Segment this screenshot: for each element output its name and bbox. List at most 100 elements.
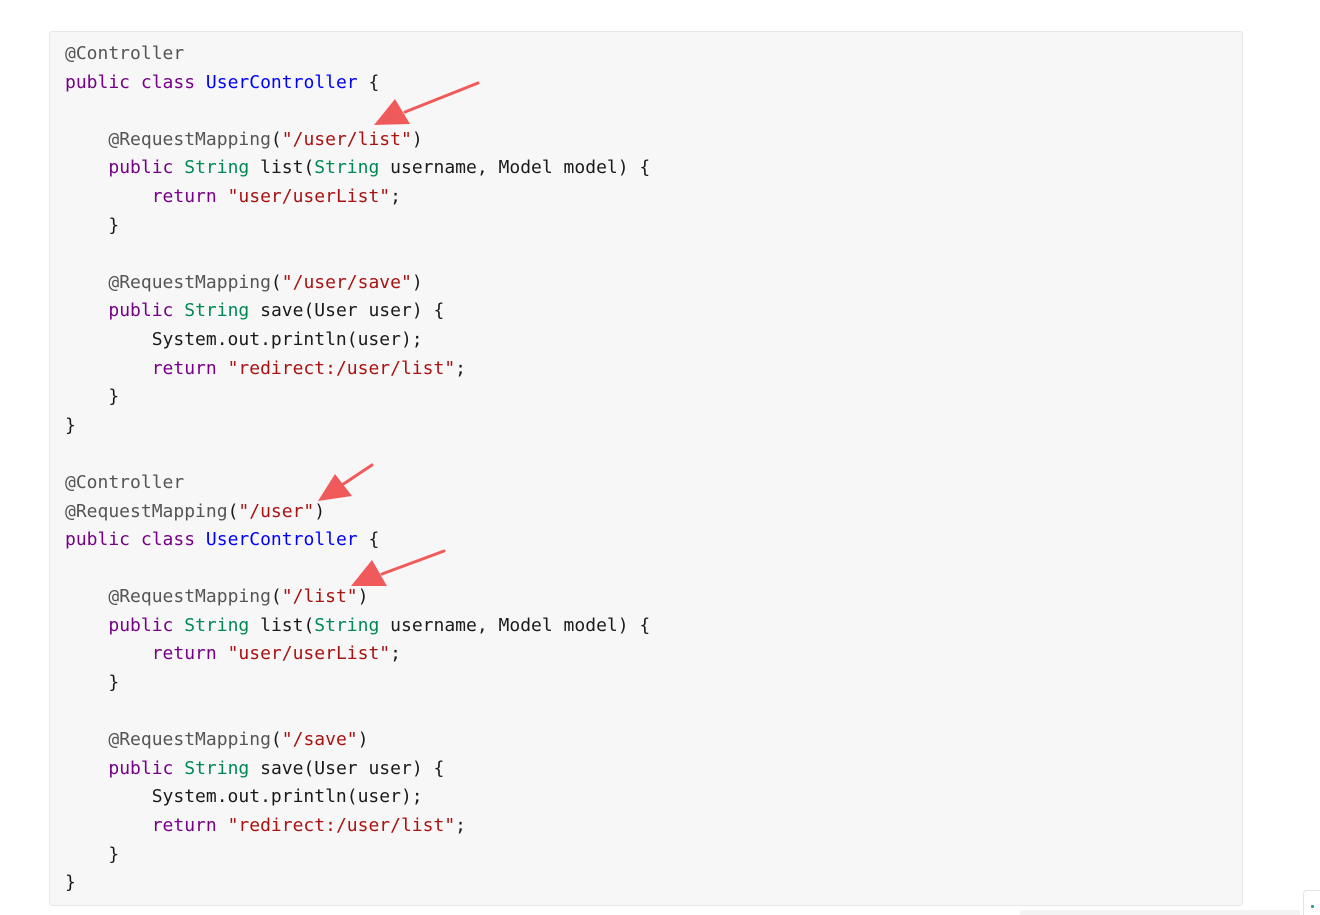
code-token: return: [151, 185, 217, 207]
code-line: public String save(User user) {: [65, 297, 650, 326]
code-token: ): [357, 586, 369, 608]
code-line: return "redirect:/user/list";: [65, 812, 650, 841]
code-line: public String list(String username, Mode…: [65, 154, 650, 183]
code-token: [217, 643, 228, 664]
code-token: [65, 358, 152, 379]
code-token: [217, 186, 228, 207]
code-token: [195, 72, 206, 93]
code-line: @RequestMapping("/user"): [65, 498, 650, 527]
code-token: public: [65, 71, 131, 93]
code-token: }: [65, 386, 120, 408]
code-token: list(: [249, 614, 315, 636]
code-token: [130, 72, 141, 93]
code-token: [65, 615, 108, 636]
code-line: [65, 240, 650, 269]
code-token: public: [108, 614, 174, 636]
code-token: ): [411, 128, 423, 150]
code-line: }: [65, 669, 650, 698]
code-token: System.out.println(user);: [65, 328, 423, 350]
code-token: "/user/save": [281, 271, 412, 293]
code-token: username, Model model) {: [379, 157, 651, 179]
code-token: @RequestMapping: [65, 500, 228, 522]
code-token: UserController: [205, 529, 358, 551]
code-token: [173, 758, 184, 779]
code-token: (: [227, 500, 239, 522]
code-line: @RequestMapping("/user/list"): [65, 126, 650, 155]
code-line: return "redirect:/user/list";: [65, 355, 650, 384]
code-token: @RequestMapping: [108, 729, 271, 751]
code-line: }: [65, 412, 650, 441]
code-line: }: [65, 212, 650, 241]
code-token: [173, 300, 184, 321]
code-token: [65, 300, 108, 321]
code-token: UserController: [205, 71, 358, 93]
code-token: String: [314, 614, 380, 636]
code-token: "user/userList": [227, 185, 391, 207]
code-token: "/list": [281, 586, 358, 608]
floating-widget-edge[interactable]: [1303, 890, 1320, 915]
code-token: String: [184, 614, 250, 636]
code-token: "/user/list": [281, 128, 412, 150]
code-line: return "user/userList";: [65, 183, 650, 212]
code-token: {: [357, 529, 380, 551]
code-token: [65, 586, 108, 607]
code-token: @RequestMapping: [108, 586, 271, 608]
code-token: (: [270, 128, 282, 150]
code-token: [65, 758, 108, 779]
code-token: @Controller: [65, 471, 185, 493]
code-line: public String save(User user) {: [65, 755, 650, 784]
code-line: @Controller: [65, 469, 650, 498]
code-line: }: [65, 869, 650, 898]
widget-dot-icon: [1311, 905, 1314, 908]
code-token: [65, 643, 152, 664]
code-line: public class UserController {: [65, 526, 650, 555]
code-line: @Controller: [65, 40, 650, 69]
code-line: [65, 555, 650, 584]
code-token: return: [151, 815, 217, 837]
code-token: "/user": [238, 500, 315, 522]
code-token: ): [411, 271, 423, 293]
code-line: }: [65, 383, 650, 412]
code-token: return: [151, 643, 217, 665]
code-token: class: [140, 529, 196, 551]
code-line: }: [65, 841, 650, 870]
code-token: [65, 729, 108, 750]
code-token: ;: [390, 185, 401, 207]
code-token: return: [151, 357, 217, 379]
code-token: }: [65, 214, 120, 236]
code-token: (: [270, 586, 282, 608]
code-token: }: [65, 672, 120, 694]
code-token: [65, 129, 108, 150]
code-token: [195, 529, 206, 550]
code-token: String: [184, 300, 250, 322]
code-token: [130, 529, 141, 550]
bottom-edge-shadow: [1020, 910, 1300, 915]
code-token: @RequestMapping: [108, 128, 271, 150]
code-token: "redirect:/user/list": [227, 357, 456, 379]
code-token: public: [65, 529, 131, 551]
code-token: ;: [455, 357, 466, 379]
code-token: public: [108, 157, 174, 179]
code-token: "redirect:/user/list": [227, 815, 456, 837]
code-line: public class UserController {: [65, 69, 650, 98]
code-token: ): [314, 500, 326, 522]
code-token: public: [108, 757, 174, 779]
code-token: (: [270, 271, 282, 293]
code-token: "/save": [281, 729, 358, 751]
code-token: System.out.println(user);: [65, 786, 423, 808]
code-token: save(User user) {: [249, 757, 445, 779]
code-token: [65, 186, 152, 207]
code-line: System.out.println(user);: [65, 326, 650, 355]
code-line: [65, 440, 650, 469]
code-token: [173, 615, 184, 636]
code-token: [173, 157, 184, 178]
code-token: "user/userList": [227, 643, 391, 665]
code-token: save(User user) {: [249, 300, 445, 322]
code-token: list(: [249, 157, 315, 179]
code-token: String: [184, 157, 250, 179]
code-token: [65, 815, 152, 836]
code-token: public: [108, 300, 174, 322]
code-token: ;: [455, 815, 466, 837]
code-line: return "user/userList";: [65, 640, 650, 669]
